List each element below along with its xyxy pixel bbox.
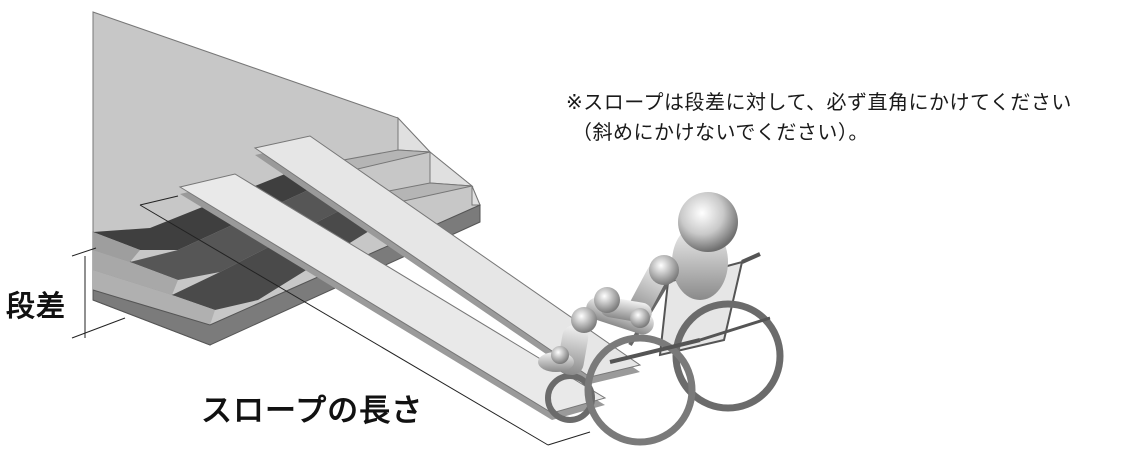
elbow-joint (630, 308, 650, 328)
ramp-back-top (253, 135, 642, 378)
ankle-joint (551, 346, 569, 364)
instruction-line-2: （斜めにかけないでください）。 (572, 120, 869, 144)
knee-joint (571, 307, 597, 333)
slope-length-label: スロープの長さ (201, 393, 424, 429)
wheelchair-user-illustration (538, 192, 784, 446)
stair-side-low (471, 185, 481, 206)
shoulder-joint (649, 255, 679, 285)
instruction-line-1: ※スロープは段差に対して、必ず直角にかけてください (566, 90, 1072, 114)
head (678, 192, 738, 252)
ramp-illustration (178, 135, 642, 420)
stair-tread-2 (93, 250, 178, 295)
stair-tread-1 (93, 232, 140, 262)
wheel-near (584, 334, 696, 446)
stair-side-mid (429, 150, 474, 187)
dimension-lines (71, 195, 591, 446)
step-height-label: 段差 (6, 289, 67, 323)
hand-joint (594, 287, 620, 313)
ramp-front-top (178, 173, 607, 414)
stair-side-upper (397, 116, 432, 153)
stair-tread-3 (93, 270, 215, 325)
stair-bottom-face (92, 204, 481, 346)
